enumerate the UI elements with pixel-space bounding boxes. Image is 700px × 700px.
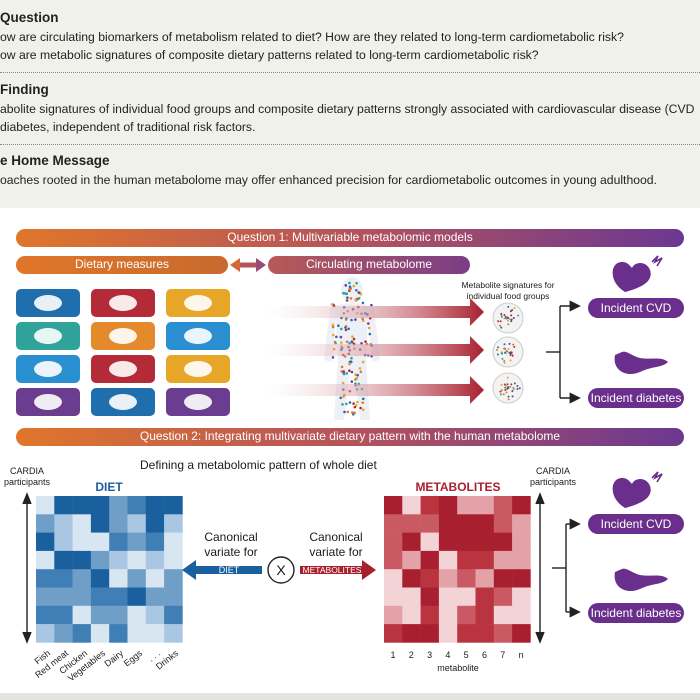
drinks-icon — [166, 388, 230, 416]
q1-incident-cvd-pill — [588, 298, 684, 318]
metabolite-column-label: 7 — [500, 650, 506, 660]
dietary-measures-pill — [16, 256, 228, 274]
q2-incident-cvd-pill — [588, 514, 684, 534]
metabolite-column-label: 5 — [463, 650, 469, 660]
circulating-metabolome-pill — [268, 256, 470, 274]
bread-icon — [16, 355, 80, 383]
divider — [0, 144, 700, 145]
signatures-note-2: individual food groups — [466, 291, 550, 301]
diet-participant-axis — [22, 492, 32, 644]
message-line-1: oaches rooted in the human metabolome ma… — [0, 173, 657, 187]
vegetables-icon — [16, 322, 80, 350]
metabolite-column-label: 4 — [445, 650, 451, 660]
cardia-right-1: CARDIA — [535, 466, 570, 476]
q2-incident-diabetes-label: Incident diabetes — [590, 606, 682, 620]
diet-canonical-arrow — [182, 560, 262, 580]
signature-arrows — [265, 298, 484, 404]
metabolites-tag: METABOLITES — [302, 565, 362, 575]
message-heading: e Home Message — [0, 153, 110, 168]
divider — [0, 72, 700, 73]
diet-title: DIET — [95, 480, 123, 494]
diet-heatmap — [36, 496, 183, 643]
metabolite-column-label: 6 — [481, 650, 487, 660]
metabolites-title: METABOLITES — [415, 480, 501, 494]
food-icon-grid — [16, 289, 230, 416]
metabolite-axis-label: metabolite — [437, 663, 479, 673]
canonical-diet-1: Canonical — [204, 530, 258, 544]
heart-icon — [612, 471, 663, 508]
canonical-metab-1: Canonical — [309, 530, 363, 544]
canonical-metab-2: variate for — [309, 545, 363, 559]
eggs-icon — [166, 322, 230, 350]
chicken-icon — [166, 289, 230, 317]
metabolite-canonical-arrow — [300, 560, 376, 580]
q2-outcome-bracket — [552, 518, 581, 618]
metabolite-column-label: 3 — [427, 650, 433, 660]
q1-banner — [16, 229, 684, 247]
finding-heading: Finding — [0, 82, 49, 97]
diet-tag: DIET — [218, 565, 240, 575]
heart-icon — [612, 255, 663, 292]
cardia-left-2: participants — [3, 477, 51, 487]
cross-circle — [267, 556, 295, 584]
q1-outcome-bracket — [546, 300, 581, 404]
question-line-1: ow are circulating biomarkers of metabol… — [0, 30, 624, 44]
q1-incident-diabetes-pill — [588, 388, 684, 408]
q1-incident-cvd-label: Incident CVD — [600, 301, 672, 315]
grains-bowl-icon — [166, 355, 230, 383]
q1-incident-diabetes-label: Incident diabetes — [590, 391, 682, 405]
signatures-note-1: Metabolite signatures for — [461, 280, 555, 290]
cardia-right-2: participants — [529, 477, 577, 487]
metabolite-column-label: 1 — [390, 650, 396, 660]
metabolite-column-label: 2 — [408, 650, 414, 660]
q2-incident-cvd-label: Incident CVD — [600, 517, 672, 531]
dietary-measures-label: Dietary measures — [74, 257, 170, 271]
dairy-icon — [91, 322, 155, 350]
defining-label: Defining a metabolomic pattern of whole … — [140, 458, 377, 472]
signature-circles — [492, 302, 524, 404]
fruit-icon — [16, 388, 80, 416]
metabolite-heatmap — [384, 496, 531, 643]
metabolite-participant-axis — [535, 492, 545, 644]
legumes-icon — [91, 355, 155, 383]
canonical-diet-2: variate for — [204, 545, 258, 559]
question-line-2: ow are metabolic signatures of composite… — [0, 48, 539, 62]
cardia-left-1: CARDIA — [9, 466, 44, 476]
pancreas-icon — [614, 568, 668, 592]
cross-symbol: X — [276, 562, 286, 578]
finding-line-2: diabetes, independent of traditional ris… — [0, 120, 256, 134]
q2-incident-diabetes-pill — [588, 603, 684, 623]
finding-line-1: abolite signatures of individual food gr… — [0, 102, 695, 116]
q2-banner — [16, 428, 684, 446]
bottom-strip — [0, 693, 700, 700]
q1-banner-label: Question 1: Multivariable metabolomic mo… — [227, 230, 473, 244]
question-heading: Question — [0, 10, 59, 25]
pancreas-icon — [614, 351, 668, 375]
metabolite-column-label: n — [518, 650, 524, 660]
candy-icon — [91, 388, 155, 416]
fish-icon — [16, 289, 80, 317]
q2-banner-label: Question 2: Integrating multivariate die… — [139, 429, 561, 443]
circulating-metabolome-label: Circulating metabolome — [305, 257, 433, 271]
double-arrow-icon — [230, 258, 266, 272]
meat-icon — [91, 289, 155, 317]
